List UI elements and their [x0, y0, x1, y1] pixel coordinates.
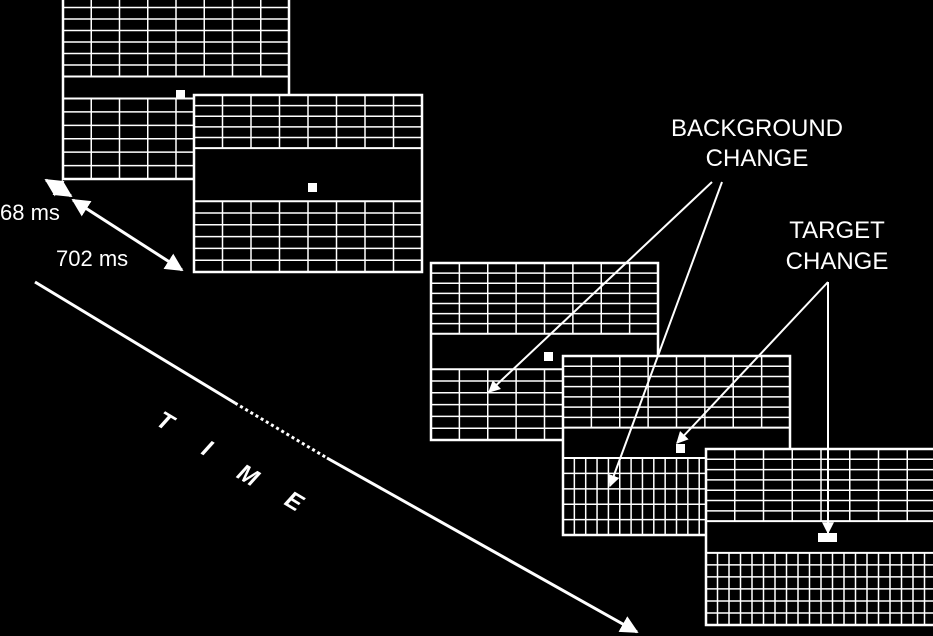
- time-letter-m: M: [232, 459, 264, 493]
- target-square: [176, 90, 185, 99]
- long-interval-label: 702 ms: [56, 246, 128, 271]
- target-square: [308, 183, 317, 192]
- interval-arrows: [44, 178, 184, 272]
- time-axis: [34, 280, 639, 634]
- stimulus-frame: [192, 93, 424, 274]
- time-axis-line-start: [34, 280, 236, 405]
- target-change-label-line1: TARGET: [789, 217, 885, 244]
- target-change-arrows: [676, 281, 834, 535]
- background-change-label-line1: BACKGROUND: [671, 115, 843, 142]
- target-square: [676, 444, 685, 453]
- time-axis-gap: [234, 401, 328, 460]
- stimulus-frame: [704, 447, 933, 627]
- target-change-arrow-1: [676, 281, 829, 444]
- background-change-arrow-2: [608, 181, 723, 488]
- time-letter-i: I: [197, 435, 218, 462]
- background-change-label-line2: CHANGE: [706, 145, 809, 172]
- target-square: [544, 352, 553, 361]
- time-letter-t: T: [152, 406, 180, 438]
- long-interval-arrow: [71, 198, 184, 272]
- time-axis-line-end: [326, 456, 639, 634]
- background-change-arrows: [488, 181, 723, 488]
- time-label: T I M E: [152, 406, 309, 518]
- short-interval-arrow: [44, 178, 73, 198]
- background-change-arrow-1: [488, 181, 713, 393]
- target-change-label-line2: CHANGE: [786, 248, 889, 275]
- short-interval-label: 68 ms: [0, 200, 60, 225]
- target-square: [818, 533, 837, 542]
- time-letter-e: E: [280, 486, 308, 518]
- stimulus-frames: [61, 0, 933, 627]
